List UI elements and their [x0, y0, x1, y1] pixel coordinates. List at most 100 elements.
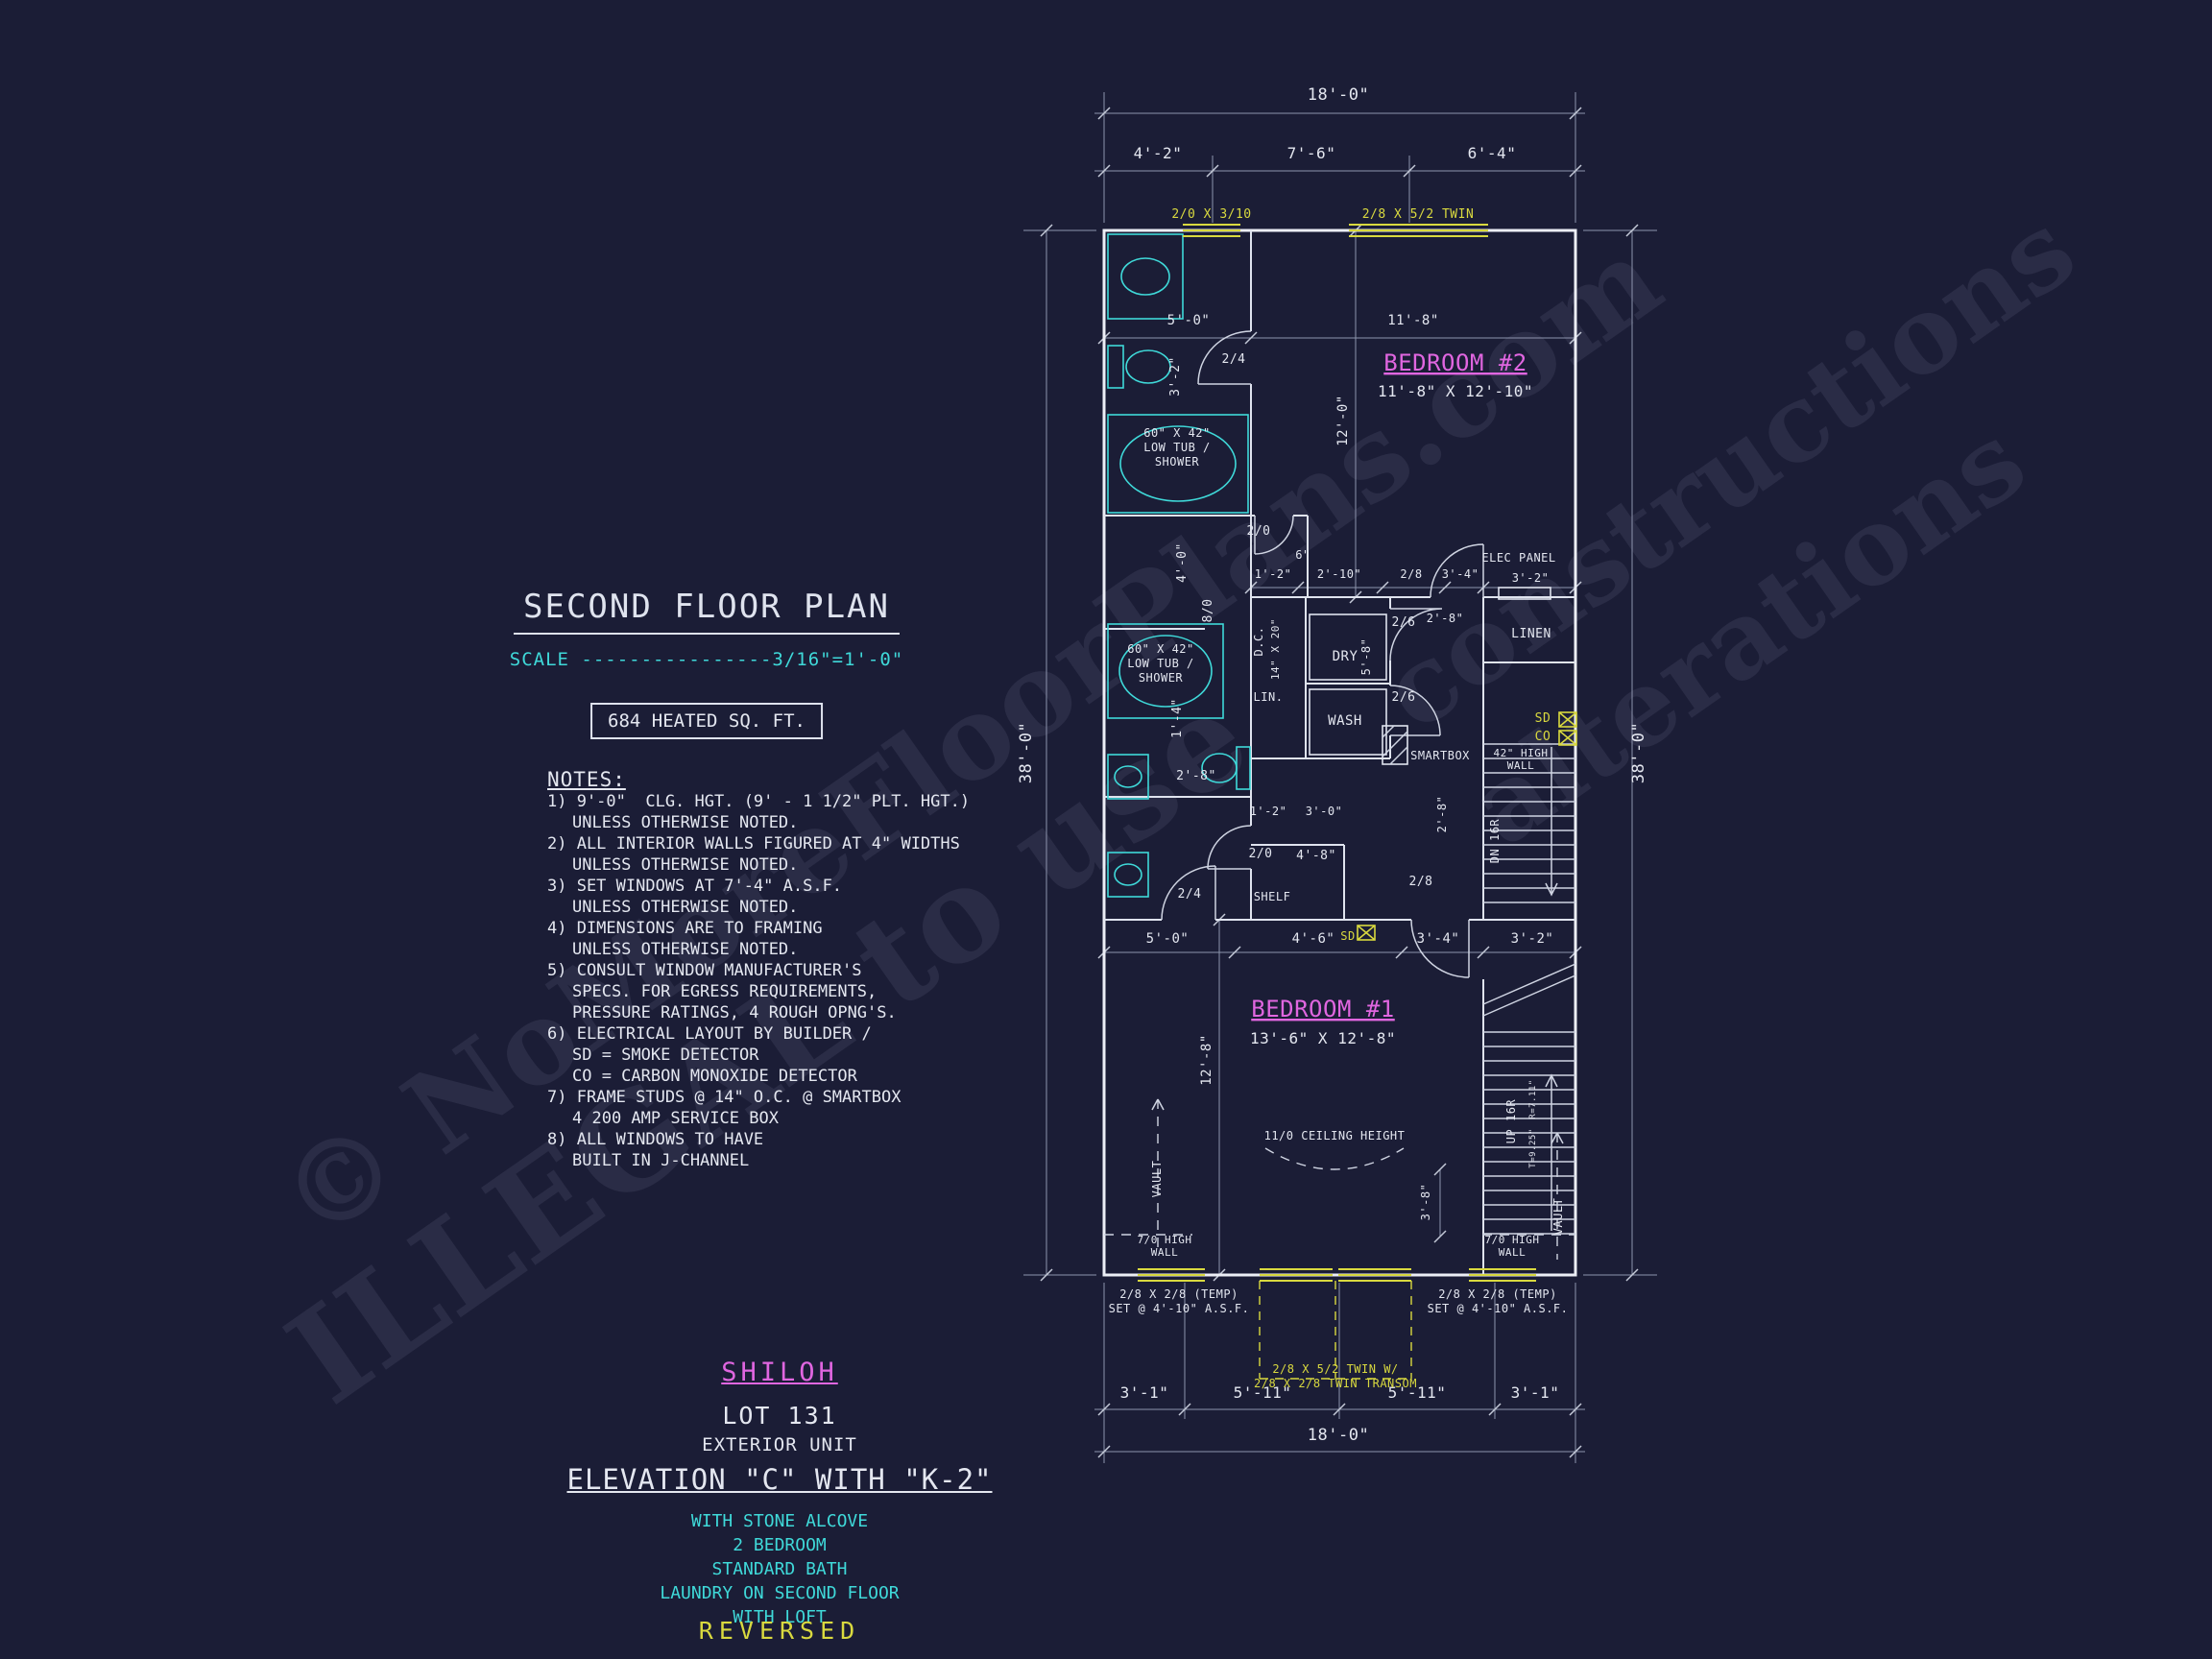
project-name: SHILOH: [721, 1358, 838, 1387]
plan-label: 12'-8": [1199, 1034, 1214, 1086]
tub-surround-2: [1107, 623, 1224, 719]
vault-arrows: [1151, 1098, 1564, 1144]
plan-label: 3'-2": [1512, 571, 1550, 585]
vanity-1: [1107, 754, 1149, 800]
sink-bowl: [1120, 257, 1170, 296]
plan-label: 2/6: [1392, 615, 1416, 630]
plan-label: 42" HIGH: [1494, 747, 1549, 759]
plan-label: SD: [1535, 711, 1551, 726]
plan-label: 2/8 X 2/8 (TEMP): [1119, 1287, 1238, 1301]
plan-label: SD: [1340, 929, 1355, 943]
plan-label: LOW TUB /: [1143, 441, 1211, 454]
project-unit: EXTERIOR UNIT: [702, 1434, 857, 1455]
plan-label: 4'-2": [1134, 144, 1183, 162]
electrical-symbols: [1357, 587, 1577, 941]
plan-label: T=9.25": [1528, 1128, 1538, 1167]
plan-label: 3'-2": [1168, 356, 1183, 397]
plan-label: 2/8: [1400, 567, 1422, 581]
note-line: 2) ALL INTERIOR WALLS FIGURED AT 4" WIDT…: [547, 834, 960, 854]
plan-label: 5'-0": [1167, 313, 1211, 328]
plan-label: 18'-0": [1308, 1426, 1369, 1445]
plan-label: UP 16R: [1504, 1099, 1518, 1144]
plan-label: D.C.: [1252, 627, 1265, 657]
tub-surround: [1107, 414, 1249, 514]
plan-label: VAULT: [1150, 1161, 1164, 1198]
plan-label: 3'-0": [1306, 805, 1343, 818]
ceiling-annotations: [1104, 1098, 1575, 1260]
plan-label: 2'-10": [1317, 567, 1361, 581]
plan-label: 2/6: [1392, 690, 1416, 705]
plan-label: 5'-11": [1234, 1383, 1292, 1402]
plan-label: VAULT: [1551, 1198, 1565, 1236]
plan-label: 60" X 42": [1127, 642, 1194, 656]
dimension-ticks: [1040, 107, 1639, 1458]
plan-label: 38'-0": [1629, 722, 1648, 783]
note-line: SPECS. FOR EGRESS REQUIREMENTS,: [572, 982, 878, 1001]
dryer-box: [1309, 613, 1387, 681]
bay-transom-outline: [1259, 1281, 1412, 1380]
project-feature-line: STANDARD BATH: [711, 1559, 848, 1579]
plan-label: WALL: [1499, 1246, 1527, 1259]
plan-label: 3'-4": [1417, 931, 1460, 947]
note-line: 3) SET WINDOWS AT 7'-4" A.S.F.: [547, 877, 843, 896]
plan-label: 1'-2": [1255, 567, 1292, 581]
note-line: 4) DIMENSIONS ARE TO FRAMING: [547, 919, 823, 938]
note-line: 8) ALL WINDOWS TO HAVE: [547, 1130, 764, 1149]
note-line: 6) ELECTRICAL LAYOUT BY BUILDER /: [547, 1024, 872, 1044]
plan-label: 2/8 X 2/8 TWIN TRANSOM: [1254, 1377, 1417, 1390]
toilet-bowl-2: [1201, 753, 1238, 783]
stairs: [1482, 743, 1576, 1235]
plan-label: 7/0 HIGH: [1138, 1234, 1192, 1246]
plan-label: 38'-0": [1017, 722, 1036, 783]
plan-label: 2/0 X 3/10: [1171, 207, 1251, 222]
plan-label: 2'-8": [1435, 796, 1449, 833]
project-feature-line: WITH LOFT: [733, 1607, 827, 1627]
plan-label: 3'-8": [1419, 1184, 1432, 1221]
plan-label: 1'-2": [1250, 805, 1287, 818]
plan-label: 14" X 20": [1269, 618, 1282, 680]
scale-note: SCALE ----------------3/16"=1'-0": [509, 649, 904, 670]
plan-label: LINEN: [1511, 627, 1551, 641]
plan-label: SET @ 4'-10" A.S.F.: [1428, 1302, 1569, 1315]
note-line: 1) 9'-0" CLG. HGT. (9' - 1 1/2" PLT. HGT…: [547, 792, 971, 811]
plan-label: WASH: [1328, 713, 1362, 729]
stair-direction-arrows: [1545, 747, 1558, 1231]
plan-label: 2/0: [1249, 847, 1273, 861]
elec-panel-box: [1498, 587, 1551, 600]
plan-label: 11'-8": [1387, 313, 1439, 328]
plan-label: BEDROOM #1: [1251, 996, 1395, 1022]
tub-basin-2: [1118, 635, 1213, 708]
plan-label: 2/8 X 5/2 TWIN W/: [1272, 1362, 1398, 1376]
plan-label: ELEC PANEL: [1481, 551, 1555, 565]
plan-label: 2/8: [1409, 875, 1433, 889]
toilet-tank-2: [1236, 746, 1251, 790]
plan-label: 13'-6" X 12'-8": [1250, 1029, 1396, 1047]
plan-label: R=7.11": [1528, 1079, 1538, 1118]
laundry-appliances: [1309, 613, 1387, 756]
plan-label: SET @ 4'-10" A.S.F.: [1109, 1302, 1250, 1315]
smoke-detector-box-2: [1357, 925, 1376, 941]
doors: [1161, 330, 1484, 978]
plan-label: SMARTBOX: [1410, 749, 1470, 762]
sheet-title: SECOND FLOOR PLAN: [514, 588, 900, 635]
plan-label: 5'-8": [1359, 638, 1373, 676]
plan-label: CO: [1535, 730, 1551, 744]
plan-label: 11'-8" X 12'-10": [1378, 382, 1533, 400]
smartbox-symbol: [1382, 725, 1408, 765]
project-elevation: ELEVATION "C" WITH "K-2": [566, 1463, 993, 1496]
heated-area-box: 684 HEATED SQ. FT.: [590, 703, 823, 739]
plan-label: 2/8 X 2/8 (TEMP): [1438, 1287, 1557, 1301]
plan-label: LIN.: [1254, 690, 1284, 704]
plan-label: 6": [1295, 548, 1310, 562]
note-line: CO = CARBON MONOXIDE DETECTOR: [572, 1067, 857, 1086]
plan-label: 5'-11": [1388, 1383, 1447, 1402]
plan-label: SHOWER: [1139, 671, 1184, 685]
interior-walls: [1104, 230, 1575, 1275]
plan-label: 3'-1": [1120, 1383, 1169, 1402]
note-line: PRESSURE RATINGS, 4 ROUGH OPNG'S.: [572, 1003, 897, 1022]
project-feature-line: LAUNDRY ON SECOND FLOOR: [660, 1583, 900, 1603]
windows: [1138, 224, 1536, 1380]
plan-label: DN 16R: [1488, 819, 1502, 864]
